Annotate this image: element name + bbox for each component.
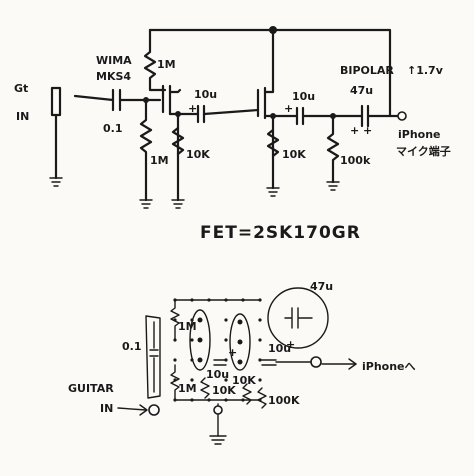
input-wire [73,94,115,102]
junction-dot [175,111,181,117]
input-cap-outline [145,315,161,399]
guitar-input-arrow [117,407,147,411]
cap-10u-b-label: 10u [268,342,291,355]
guitar-label: GUITAR [68,382,114,395]
fet1-package-icon [189,309,211,371]
ground-icon [266,187,280,197]
r-1m-top-label: 1M [178,320,197,333]
output-terminal-icon [397,111,407,121]
cap-10u-a-icon [213,359,227,366]
cap-47u-label: 47u [310,280,333,293]
cap-10u-b-icon [261,359,277,366]
polarity-plus: + [228,346,237,359]
stage-wire [202,108,260,116]
bipolar-cap-icon [284,307,313,329]
bipolar-type-label: BIPOLAR [340,64,394,77]
guitar-input-pad-icon [148,404,160,416]
drain-resistor-label: 1M [157,58,176,71]
board-layout-sketch: 47u 0.1 1M 1M 10u 10u 10K 10K 100K GUITA… [68,280,416,445]
input-label: IN [16,110,29,123]
output-sublabel: マイク端子 [396,144,451,158]
r-100k-label: 100K [268,394,300,407]
ground-pad-icon [213,405,223,415]
junction-dot [330,113,336,119]
cap-10u-a-label: 10u [206,368,229,381]
fet2-package-icon [229,313,251,371]
resistor-10k-a-icon [200,377,210,399]
iphone-output-pad-icon [310,356,322,368]
fet2-source-lead [263,114,275,190]
arrow-icon [348,358,357,370]
guitar-in-label: IN [100,402,113,415]
fet2-icon [256,86,267,120]
source-resistor-2-icon [266,128,280,158]
gate-resistor-label: 1M [150,154,169,167]
output-level-label: ↑1.7v [407,64,444,77]
resistor-100k-icon [326,114,340,184]
ground-icon [209,435,227,445]
iphone-label: iPhoneへ [362,360,416,373]
capacitor-icon [149,349,159,357]
drain-resistor-icon [143,28,167,92]
output-label: iPhone [398,128,441,141]
fet1-icon [161,84,172,116]
cap-10u-b-label: 10u [292,90,315,103]
cap-maker: WIMA [96,54,132,67]
resistor-100k-label: 100k [340,154,371,167]
cap-10u-a-label: 10u [194,88,217,101]
fet1-source-lead [168,112,180,202]
polarity-plus: + + [350,124,372,137]
supply-rail [148,28,392,117]
fet1-drain-lead [168,88,182,94]
source-resistor-1-label: 10K [186,148,210,161]
cap-47u-circle-icon [267,287,329,349]
resistor-1m-bottom-icon [170,364,180,401]
source-resistor-1-icon [171,126,185,156]
cap-01-label: 0.1 [122,340,142,353]
r-1m-bottom-label: 1M [178,382,197,395]
junction-dot [270,113,276,119]
ground-icon [326,181,340,191]
ground-icon [49,177,63,187]
cap-value: 0.1 [103,122,123,135]
arrow-icon [139,404,148,416]
ground-icon [171,199,185,209]
fet2-drain-lead [263,28,275,94]
bipolar-value-label: 47u [350,84,373,97]
polarity-plus: + [188,102,197,115]
amplifier-schematic: Gt IN WIMA MKS4 0.1 1M 1M 10K 10u 10K 10… [14,26,451,209]
input-jack-icon [50,86,62,117]
resistor-1m-top-icon [170,299,180,341]
r-10k-a-label: 10K [212,384,236,397]
input-name: Gt [14,82,28,95]
junction-dot [143,97,149,103]
r-10k-b-label: 10K [232,374,256,387]
polarity-plus: + [286,338,295,351]
source-resistor-2-label: 10K [282,148,306,161]
gate-resistor-icon [139,98,153,202]
fet-part-label: FET=2SK170GR [200,223,361,243]
ground-icon [139,199,153,209]
polarity-plus: + [284,102,293,115]
resistor-100k-icon [257,387,267,409]
cap-model: MKS4 [96,70,131,83]
